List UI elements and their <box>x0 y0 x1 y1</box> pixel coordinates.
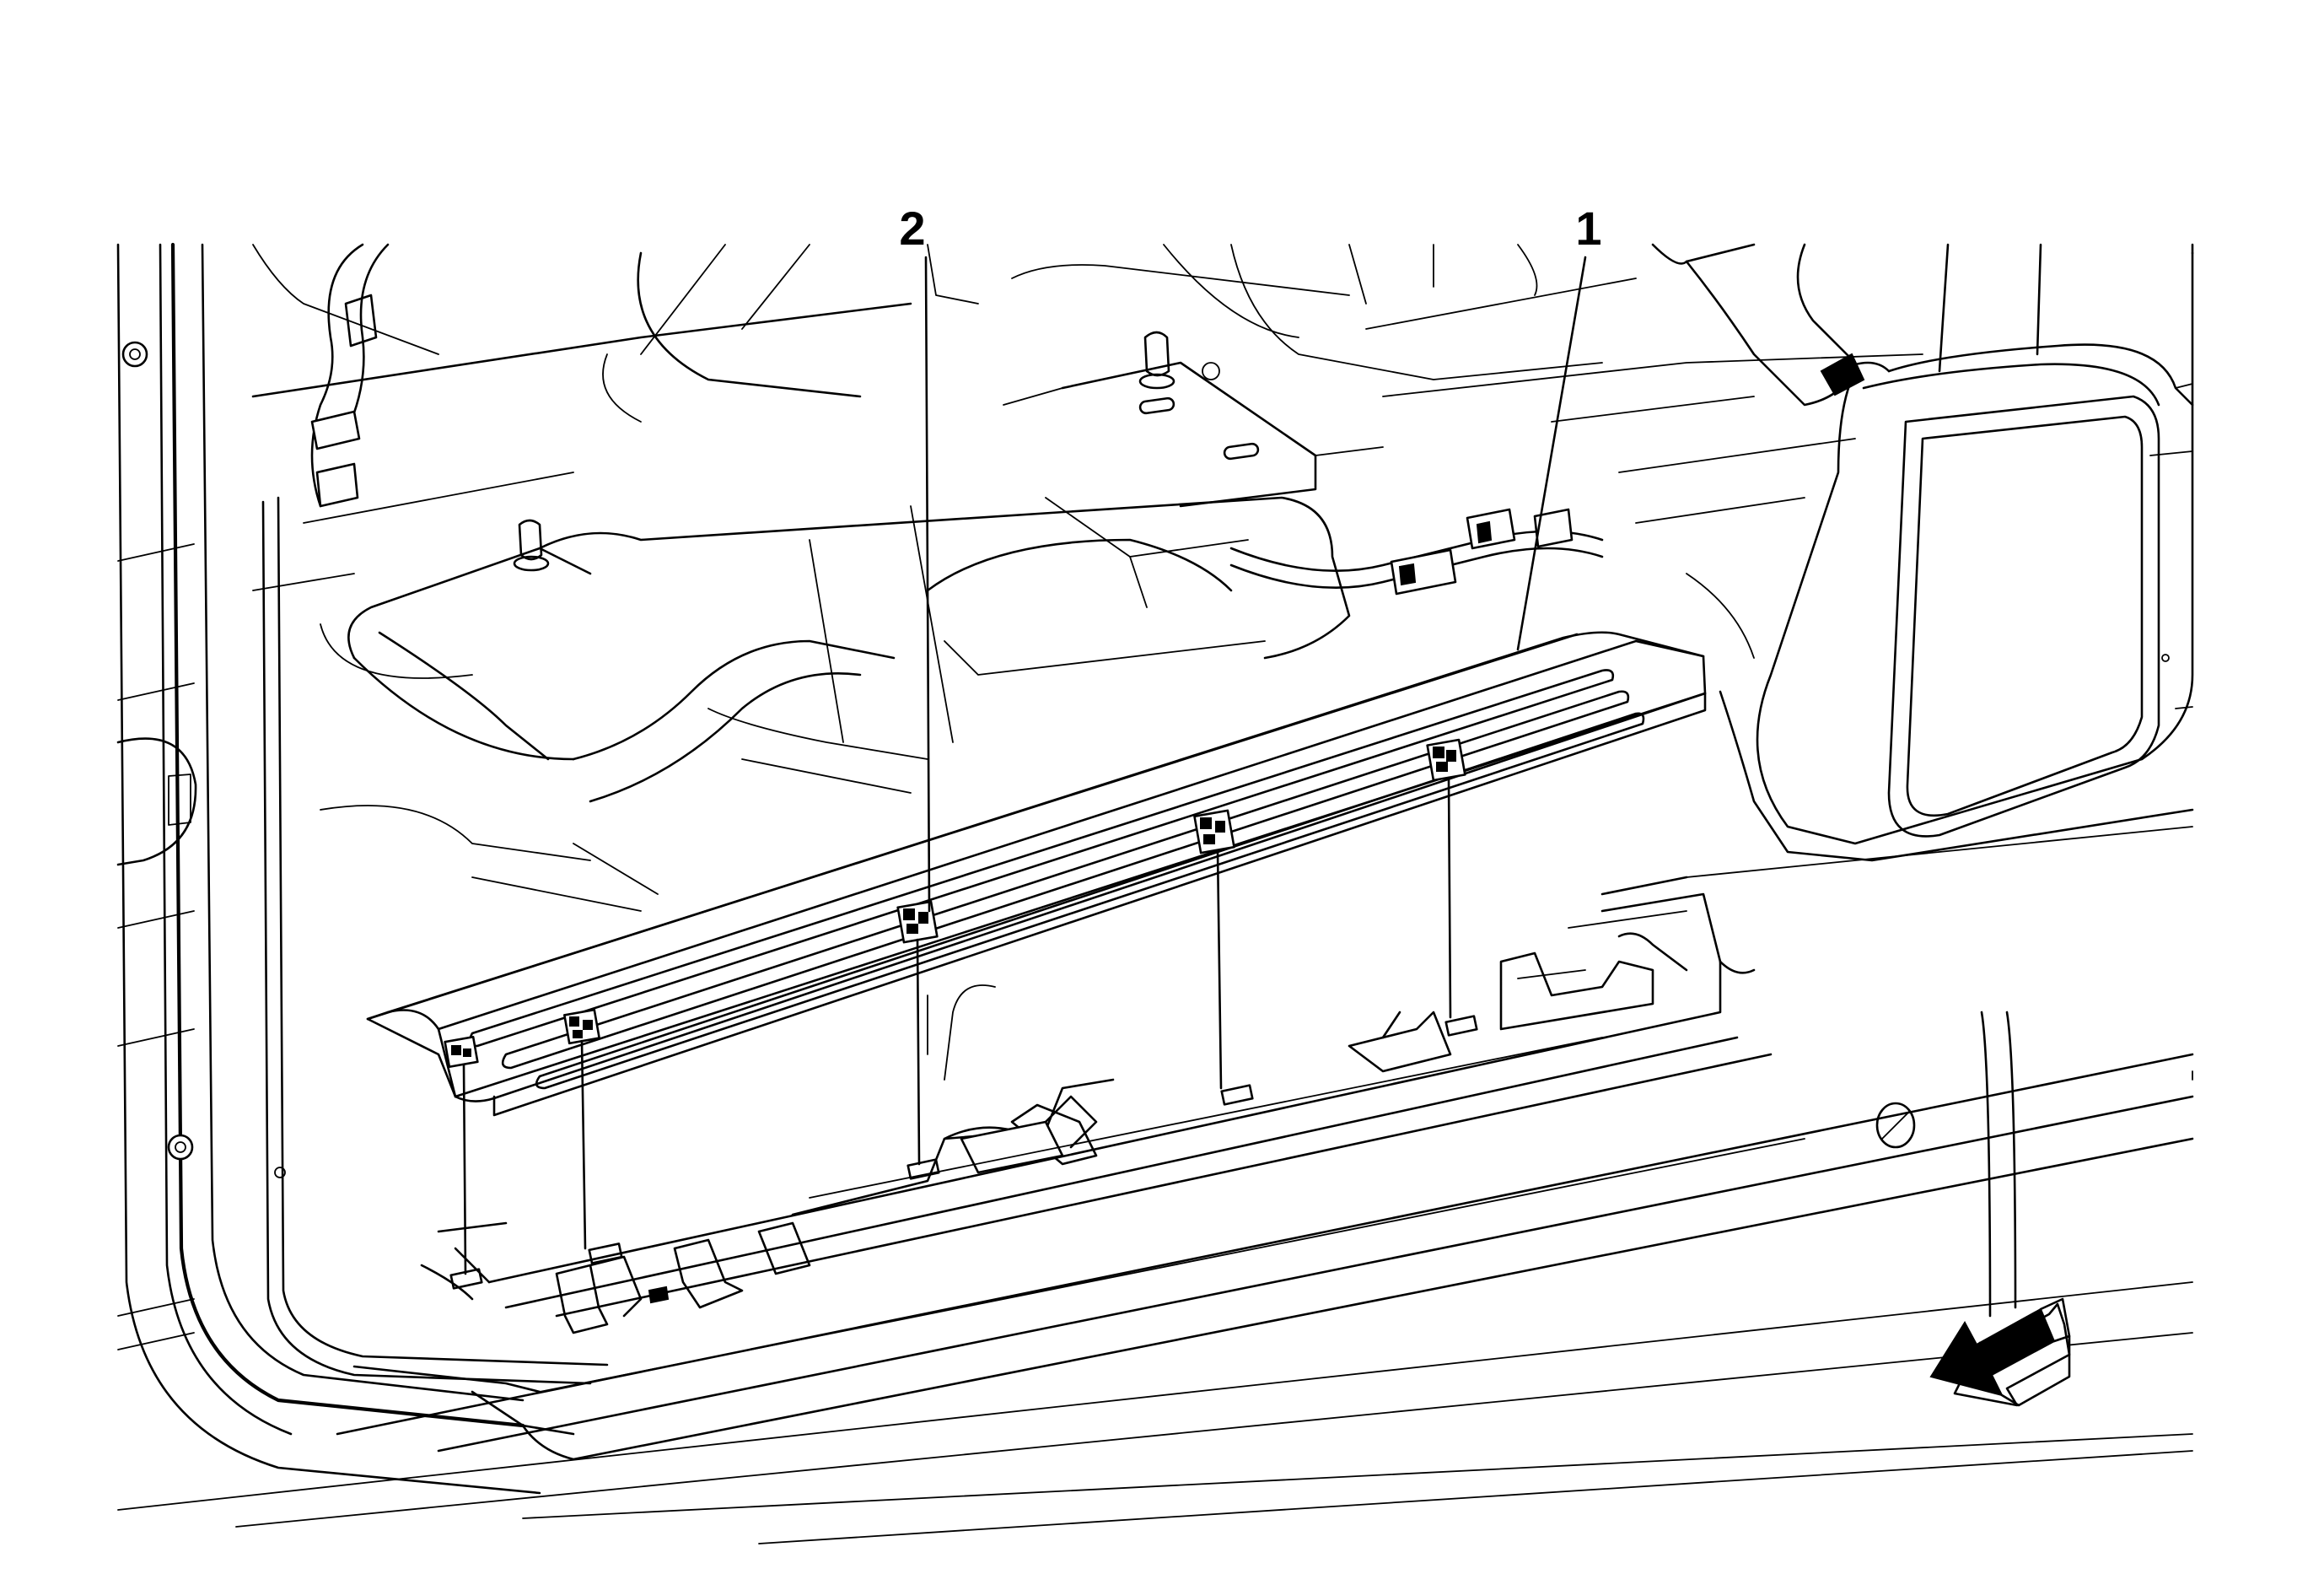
retainer-clip-c <box>896 900 939 944</box>
retainer-clip-d <box>1193 809 1235 854</box>
callout-label-1: 1 <box>1575 202 1601 255</box>
callout-1: 1 <box>1516 202 1602 651</box>
retainer-clip-b <box>563 1008 600 1045</box>
retainer-clip-a <box>444 1035 479 1069</box>
vehicle-body-background <box>116 242 2194 1544</box>
door-sill-plate <box>366 631 1707 1117</box>
callout-label-2: 2 <box>899 202 925 255</box>
retainer-clip-e <box>1426 738 1466 782</box>
callout-leader-1 <box>1516 256 1587 651</box>
callout-leader-2 <box>924 256 931 913</box>
front-direction-arrow-icon <box>1929 1297 2071 1407</box>
sill-plate-retainer-clip <box>444 738 1466 1069</box>
installation-guide-lines <box>462 776 1452 1275</box>
callout-2: 2 <box>899 202 931 913</box>
